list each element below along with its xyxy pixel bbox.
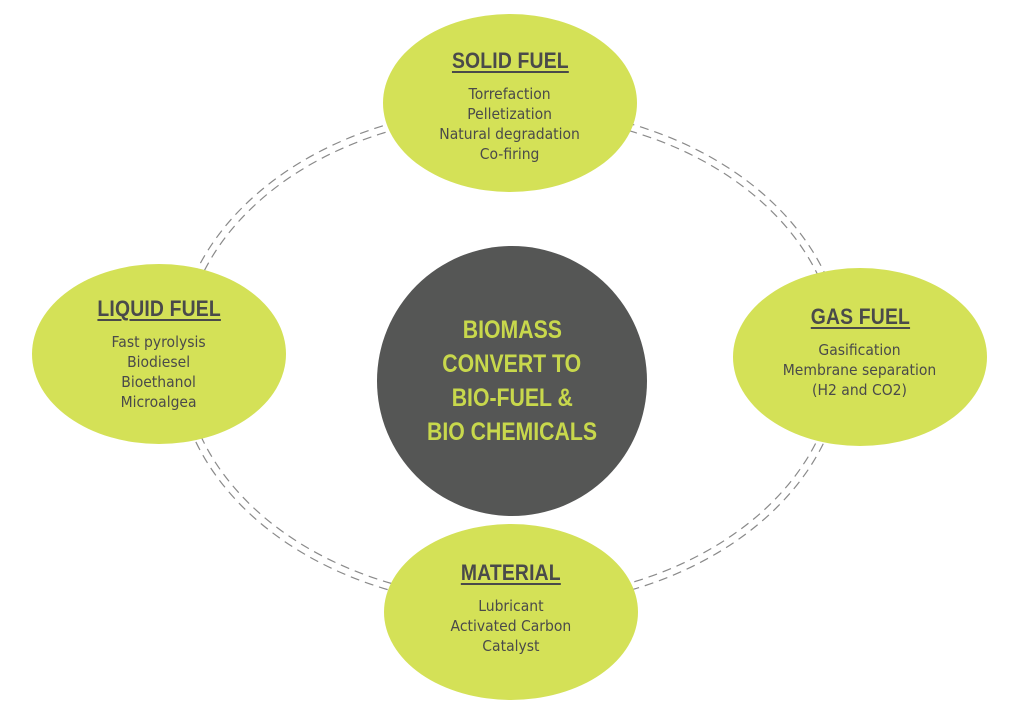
node-liquid-fuel: LIQUID FUEL Fast pyrolysis Biodiesel Bio… — [32, 264, 286, 444]
node-material: MATERIAL Lubricant Activated Carbon Cata… — [384, 524, 638, 700]
node-items-liquid-fuel: Fast pyrolysis Biodiesel Bioethanol Micr… — [108, 332, 209, 412]
node-title-liquid-fuel: LIQUID FUEL — [97, 296, 221, 321]
node-title-solid-fuel: SOLID FUEL — [451, 48, 569, 73]
center-line-1: BIOMASS — [462, 316, 562, 344]
node-gas-fuel: GAS FUEL Gasification Membrane separatio… — [733, 268, 987, 446]
node-solid-fuel: SOLID FUEL Torrefaction Pelletization Na… — [383, 14, 637, 192]
list-item: Catalyst — [482, 637, 540, 655]
list-item: Torrefaction — [468, 85, 552, 103]
list-item: Membrane separation — [783, 361, 937, 379]
node-items-gas-fuel: Gasification Membrane separation (H2 and… — [777, 340, 942, 400]
list-item: Biodiesel — [127, 353, 191, 371]
list-item: Fast pyrolysis — [111, 333, 207, 351]
list-item: Lubricant — [478, 597, 544, 615]
list-item: Activated Carbon — [450, 617, 572, 635]
center-line-2: CONVERT TO — [442, 350, 582, 378]
node-title-gas-fuel: GAS FUEL — [810, 304, 910, 329]
list-item: Co-firing — [480, 145, 540, 163]
center-line-3: BIO-FUEL & — [451, 384, 573, 412]
node-items-solid-fuel: Torrefaction Pelletization Natural degra… — [434, 84, 585, 164]
list-item: Pelletization — [467, 105, 553, 123]
list-item: Bioethanol — [121, 373, 197, 391]
list-item: (H2 and CO2) — [812, 381, 908, 399]
node-title-material: MATERIAL — [461, 560, 561, 585]
center-line-4: BIO CHEMICALS — [427, 418, 597, 446]
list-item: Natural degradation — [439, 125, 581, 143]
node-items-material: Lubricant Activated Carbon Catalyst — [446, 596, 576, 656]
list-item: Gasification — [818, 341, 902, 359]
center-circle-biomass: BIOMASS CONVERT TO BIO-FUEL & BIO CHEMIC… — [377, 246, 647, 516]
list-item: Microalgea — [121, 393, 197, 411]
